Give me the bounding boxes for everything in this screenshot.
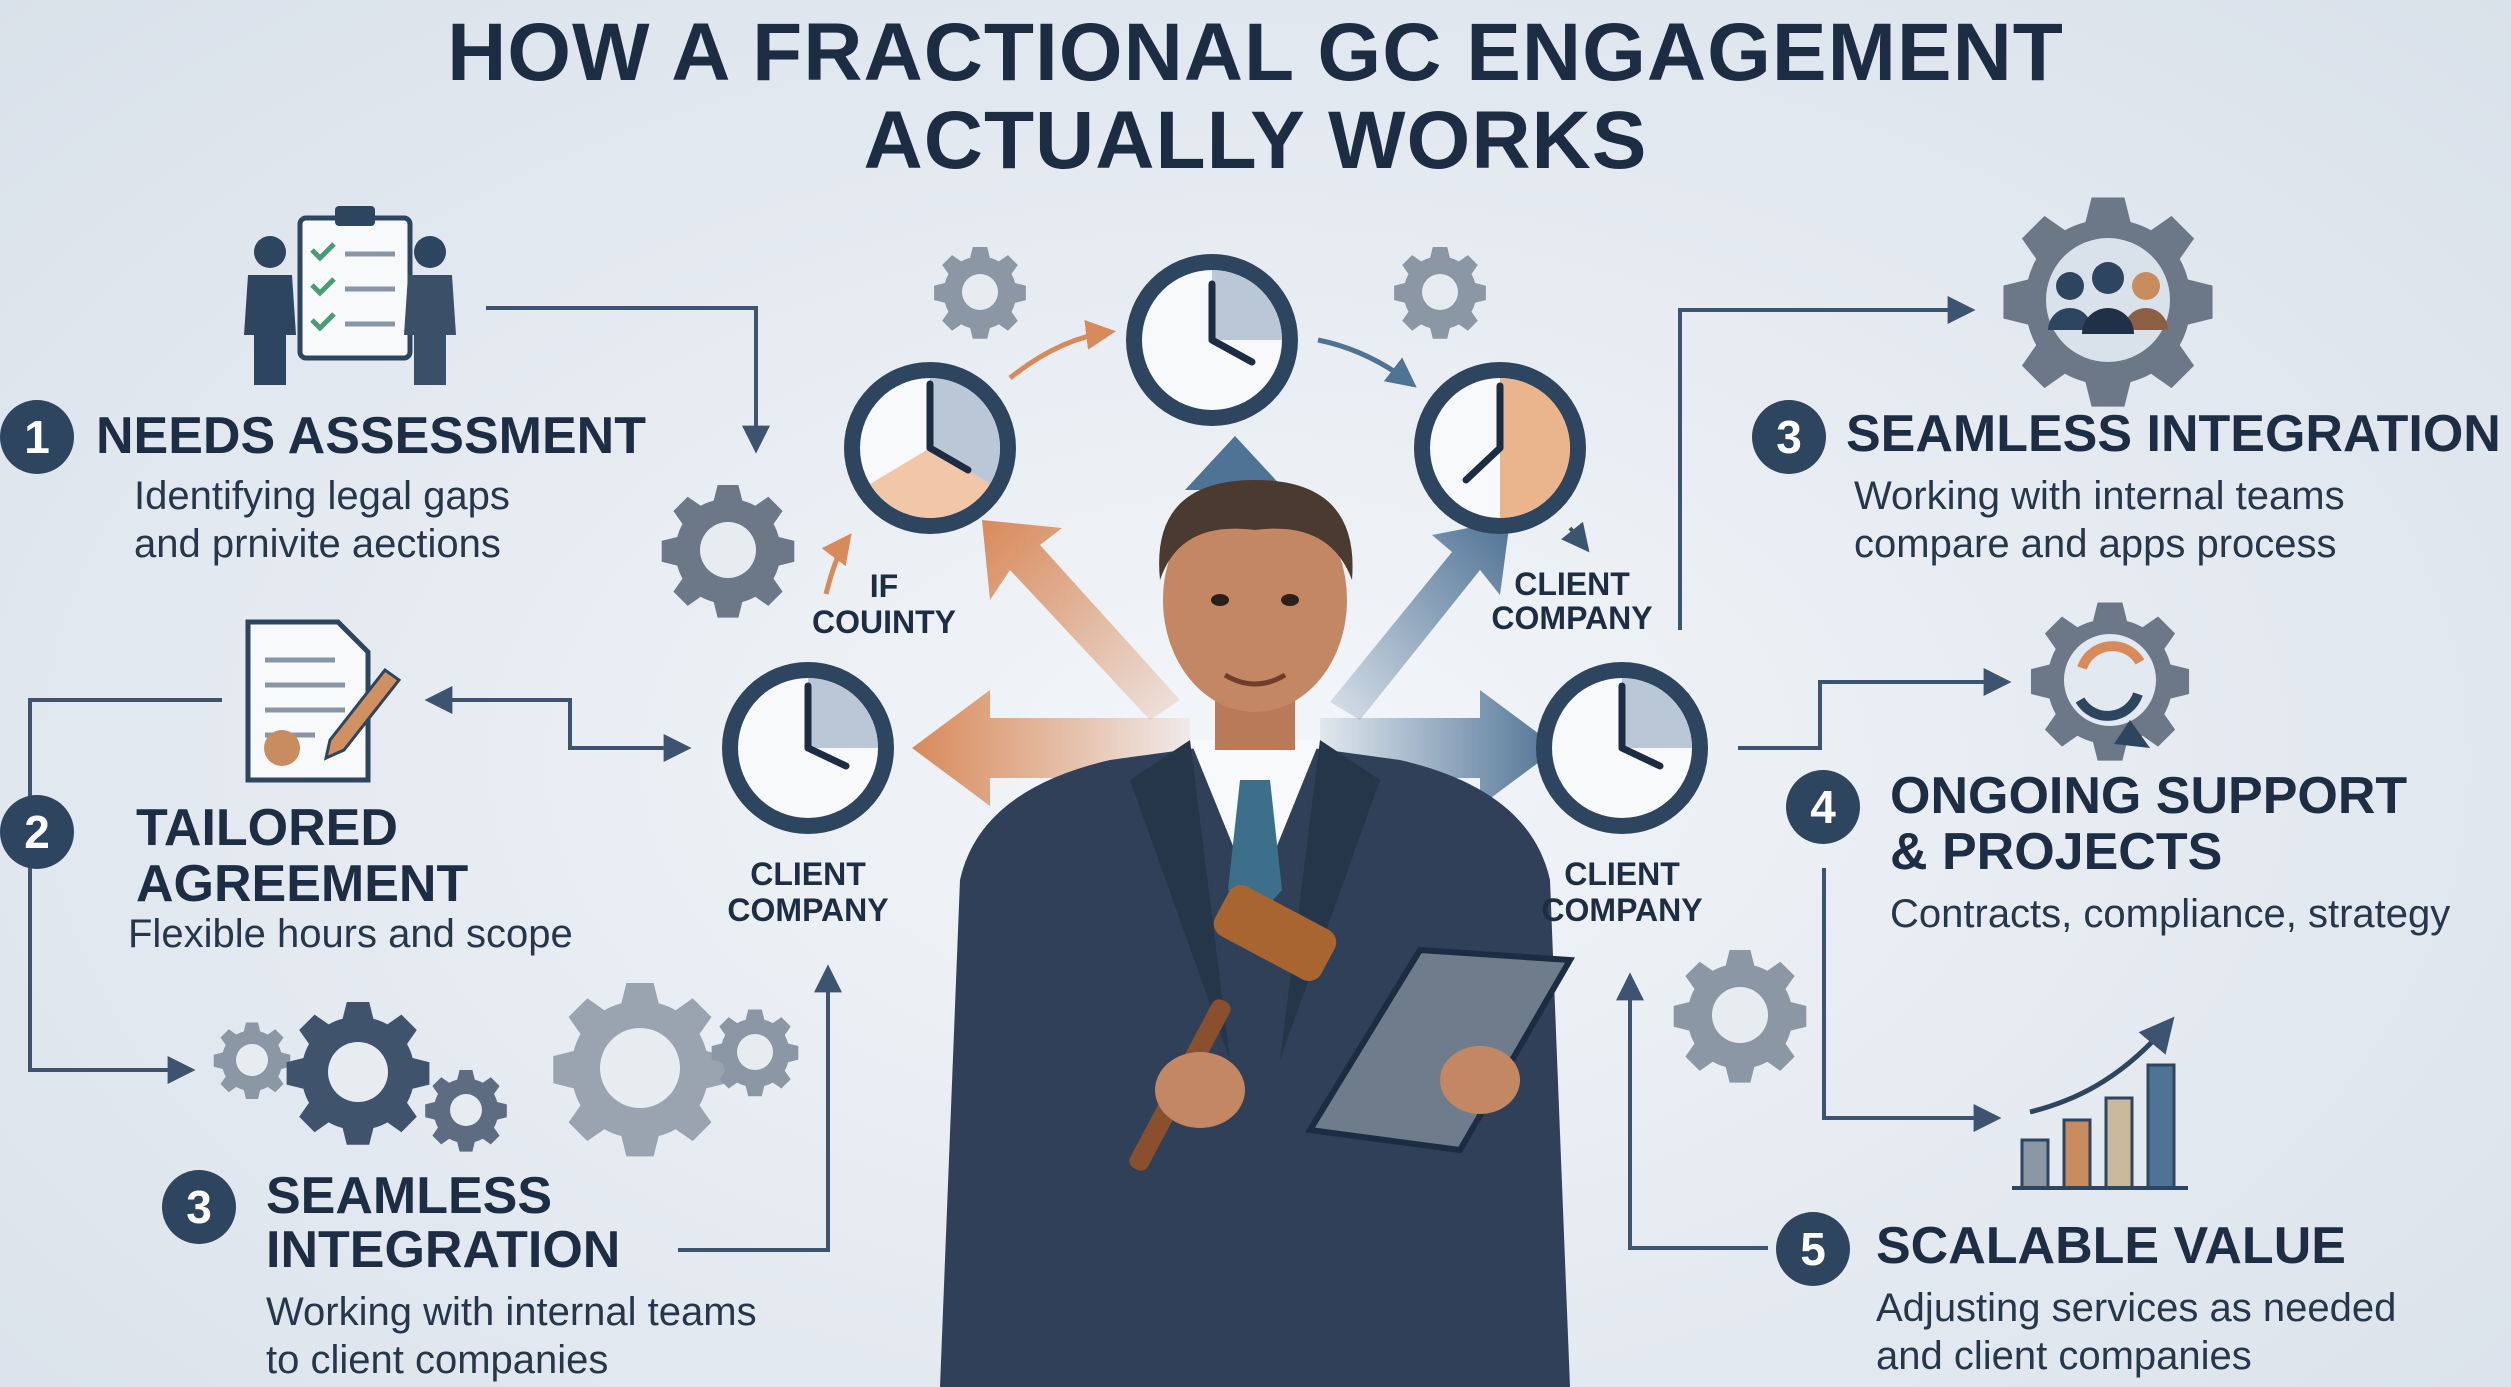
- step-heading: SEAMLESS: [266, 1167, 553, 1225]
- step-number-badge: 4: [1786, 770, 1860, 844]
- step-heading: SCALABLE VALUE: [1876, 1217, 2346, 1275]
- step-number-badge: 1: [0, 400, 74, 474]
- arrow-connector: [1822, 868, 2002, 1132]
- team-gear-icon: [2003, 197, 2213, 407]
- lawyer-illustration: [940, 480, 1576, 1387]
- step-heading: ONGOING SUPPORT: [1890, 767, 2408, 825]
- page-title: ACTUALLY WORKS: [863, 95, 1648, 186]
- arrow-connector: [1330, 520, 1510, 720]
- gear-icon: [661, 485, 795, 618]
- clock-label: CLIENT: [750, 856, 866, 892]
- clock-label: COUINTY: [812, 604, 956, 640]
- clock-label: CLIENT: [1514, 566, 1630, 602]
- gear-icon: [1673, 950, 1807, 1083]
- clock-label: COMPANY: [727, 892, 889, 928]
- arrow-connector: [1008, 319, 1116, 380]
- step-description: Identifying legal gaps: [134, 474, 510, 518]
- clock-icon: [722, 662, 894, 834]
- step-heading: SEAMLESS INTEGRATION: [1846, 405, 2501, 463]
- arrow-connector: [982, 520, 1180, 720]
- step-number-badge: 2: [0, 795, 74, 869]
- step-heading: TAILORED: [136, 799, 398, 857]
- arrow-connector: [424, 686, 692, 762]
- arrow-connector: [1317, 337, 1417, 388]
- step-number-badge: 3: [1752, 400, 1826, 474]
- step-description: compare and apps process: [1854, 522, 2337, 566]
- clock-label: CLIENT: [1564, 856, 1680, 892]
- page-title: HOW A FRACTIONAL GC ENGAGEMENT: [447, 7, 2064, 98]
- step-description: Flexible hours and scope: [128, 912, 573, 956]
- clock-label: COMPANY: [1491, 600, 1653, 636]
- contract-document-icon: [245, 619, 402, 783]
- step-description: and client companies: [1876, 1334, 2252, 1378]
- step-description: Contracts, compliance, strategy: [1890, 892, 2451, 936]
- arrow-connector: [1561, 521, 1590, 553]
- clock-icon: [1126, 254, 1298, 426]
- step-heading: INTEGRATION: [266, 1221, 621, 1279]
- gear-icon: [934, 247, 1026, 339]
- refresh-gear-icon: [2030, 602, 2190, 761]
- step-description: Working with internal teams: [1854, 474, 2345, 518]
- growth-chart-icon: [2012, 1016, 2188, 1190]
- clock-icon: [1414, 362, 1586, 534]
- step-description: to client companies: [266, 1338, 609, 1382]
- clock-icon: [844, 362, 1016, 534]
- step-number-badge: 5: [1776, 1212, 1850, 1286]
- gear-icon: [1394, 247, 1486, 339]
- step-heading: & PROJECTS: [1890, 823, 2223, 881]
- arrow-connector: [678, 964, 842, 1252]
- arrow-connector: [486, 306, 770, 454]
- gears-icon: [213, 983, 799, 1157]
- tablet-icon: [1305, 946, 1576, 1154]
- step-description: Adjusting services as needed: [1876, 1286, 2397, 1330]
- arrow-connector: [1738, 668, 2012, 750]
- step-number-badge: 3: [162, 1170, 236, 1244]
- step-description: and prnivite aections: [134, 522, 501, 566]
- arrow-connector: [821, 533, 852, 595]
- team-checklist-icon: [244, 206, 456, 385]
- step-description: Working with internal teams: [266, 1290, 757, 1334]
- clock-icon: [1536, 662, 1708, 834]
- arrow-connector: [28, 698, 222, 1084]
- step-heading: AGREEMENT: [136, 855, 469, 913]
- clock-label: COMPANY: [1541, 892, 1703, 928]
- arrow-connector: [1678, 296, 1976, 630]
- step-heading: NEEDS ASSESSMENT: [96, 407, 646, 465]
- clock-label: IF: [869, 568, 899, 604]
- arrow-connector: [1616, 972, 1768, 1250]
